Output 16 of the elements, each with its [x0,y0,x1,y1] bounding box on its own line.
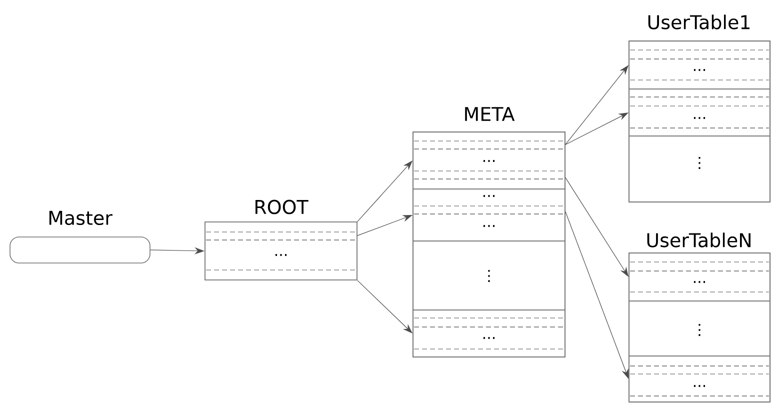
table-row: ... [628,252,770,302]
heading: Master [49,210,112,226]
table-row: ... [628,356,770,402]
heading: UserTableN [647,232,750,248]
table-row: ... [628,88,770,136]
table-row: ... [412,132,566,190]
heading: UserTable1 [648,14,750,30]
heading: ROOT [256,200,308,214]
table-row: ... [628,40,770,90]
table-row: ... [412,310,566,358]
table-row: ⋮ [628,300,770,356]
table-row: ⋮ [412,240,566,310]
table-row: ... ... [412,188,566,242]
table-row: ⋮ [628,136,770,202]
table-box: ... [204,222,358,280]
heading: META [465,107,515,121]
